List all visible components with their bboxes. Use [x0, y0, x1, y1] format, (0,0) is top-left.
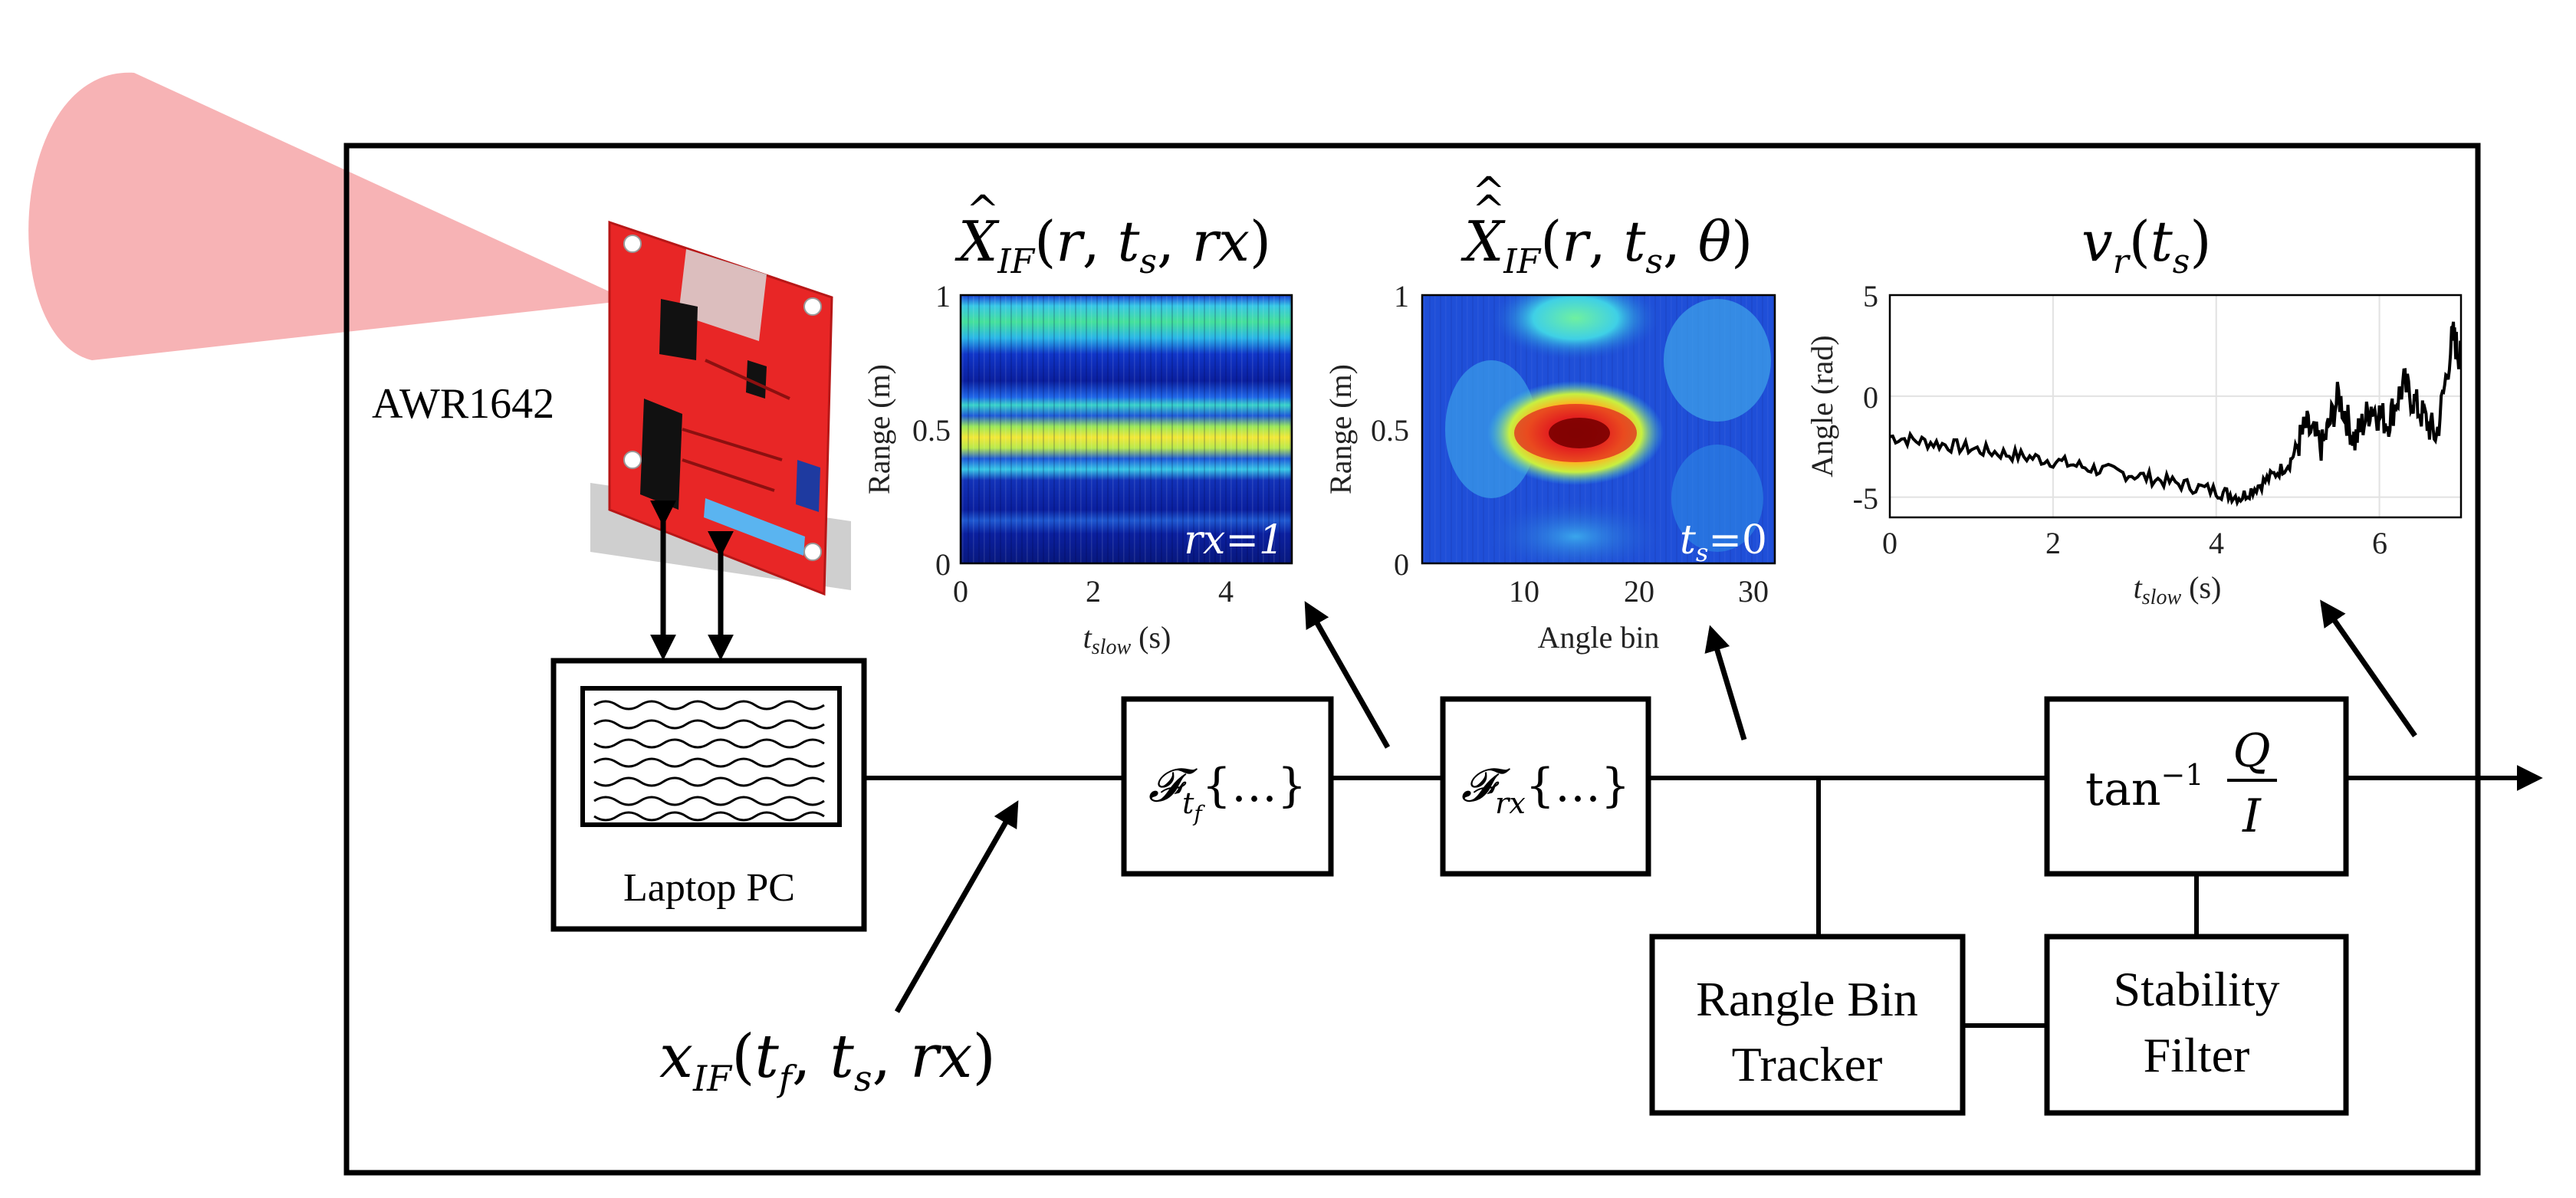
plot2-title-hat2: ^ — [1472, 169, 1506, 215]
plot2-xtick: 30 — [1738, 574, 1769, 609]
plot3-xticks: 0 2 4 6 — [1882, 526, 2387, 560]
plot2-xticks: 10 20 30 — [1509, 574, 1769, 609]
plot2-xtick: 20 — [1624, 574, 1654, 609]
awr1642-board — [590, 220, 851, 596]
range-bin-tracker-line2: Tracker — [1732, 1037, 1883, 1091]
plot3-ytick: 0 — [1863, 380, 1878, 415]
plot2-yticks: 1 0.5 0 — [1371, 279, 1409, 582]
stability-filter-line2: Filter — [2144, 1028, 2250, 1082]
plot3-ytick: 5 — [1863, 279, 1878, 313]
plot3-pointer-arrow — [2320, 599, 2417, 738]
plot3-xtick: 0 — [1882, 526, 1898, 560]
svg-text:I: I — [2242, 789, 2262, 843]
plot1-title: XIF(r, ts, rx) — [955, 209, 1271, 281]
arctan-block — [2044, 696, 2349, 877]
plot3-xlabel: tslow (s) — [2134, 570, 2222, 609]
waveform-icon — [593, 700, 825, 822]
plot2-ytick: 0 — [1394, 547, 1409, 582]
plot-range-time: XIF(r, ts, rx) ^ rx=1 1 0.5 0 0 2 4 Rang… — [862, 188, 1293, 659]
plot3-xtick: 6 — [2372, 526, 2387, 560]
fft-rx-label: 𝓕rx{…} — [1461, 759, 1630, 820]
plot3-ylabel: Angle (rad) — [1805, 335, 1839, 477]
plot2-upper-peak — [1491, 295, 1660, 360]
plot1-yticks: 1 0.5 0 — [912, 279, 951, 582]
plot3-ytick: -5 — [1853, 481, 1878, 516]
plot2-xtick: 10 — [1509, 574, 1539, 609]
plot3-xtick: 2 — [2045, 526, 2061, 560]
plot1-ytick: 0.5 — [912, 413, 951, 448]
range-bin-tracker-block — [1649, 934, 1966, 1116]
plot1-xtick: 2 — [1086, 574, 1101, 609]
plot3-yticks: 5 0 -5 — [1853, 279, 1878, 516]
plot2-annotation: ts=0 — [1680, 517, 1767, 567]
stability-filter-line1: Stability — [2114, 962, 2280, 1016]
plot1-xticks: 0 2 4 — [953, 574, 1234, 609]
range-bin-tracker-line1: Rangle Bin — [1696, 972, 1918, 1026]
plot2-ylabel: Range (m) — [1323, 364, 1358, 494]
plot2-ytick: 0.5 — [1371, 413, 1409, 448]
svg-text:Q: Q — [2233, 724, 2270, 778]
plot-phase: vr(ts) 5 0 -5 0 2 4 6 Angle (rad) tslow … — [1805, 209, 2463, 609]
plot2-title-hat: ^ — [1472, 188, 1506, 234]
plot3-series-line — [1890, 321, 2461, 507]
fft-rx-block — [1440, 696, 1651, 877]
input-signal-label: xIF(tf, ts, rx) — [659, 1022, 996, 1099]
input-pointer-arrow — [894, 800, 1019, 1013]
plot1-ytick: 1 — [935, 279, 951, 313]
plot1-ytick: 0 — [935, 547, 951, 582]
plot2-pointer-arrow — [1704, 625, 1747, 741]
plot1-xtick: 4 — [1218, 574, 1234, 609]
stability-filter-block — [2044, 934, 2349, 1116]
system-frame — [343, 143, 2481, 1176]
plot-range-angle: XIF(r, ts, θ) ^ ^ ts=0 1 0.5 0 10 20 30 — [1323, 169, 1776, 655]
plot1-xtick: 0 — [953, 574, 968, 609]
plot3-xtick: 4 — [2209, 526, 2224, 560]
plot2-lower-peak — [1484, 498, 1668, 563]
radar-beam — [28, 72, 629, 360]
plot2-xlabel: Angle bin — [1538, 620, 1660, 655]
laptop-label: Laptop PC — [623, 866, 795, 910]
plot1-annotation: rx=1 — [1184, 517, 1284, 563]
plot1-pointer-arrow — [1304, 601, 1391, 749]
plot3-title: vr(ts) — [2082, 209, 2211, 281]
fft-fast-time-block — [1121, 696, 1334, 877]
awr1642-label: AWR1642 — [372, 380, 554, 428]
plot1-title-hat: ^ — [966, 188, 1000, 234]
plot2-ytick: 1 — [1394, 279, 1409, 313]
plot1-ylabel: Range (m) — [862, 364, 896, 494]
plot1-xlabel: tslow (s) — [1083, 620, 1171, 659]
